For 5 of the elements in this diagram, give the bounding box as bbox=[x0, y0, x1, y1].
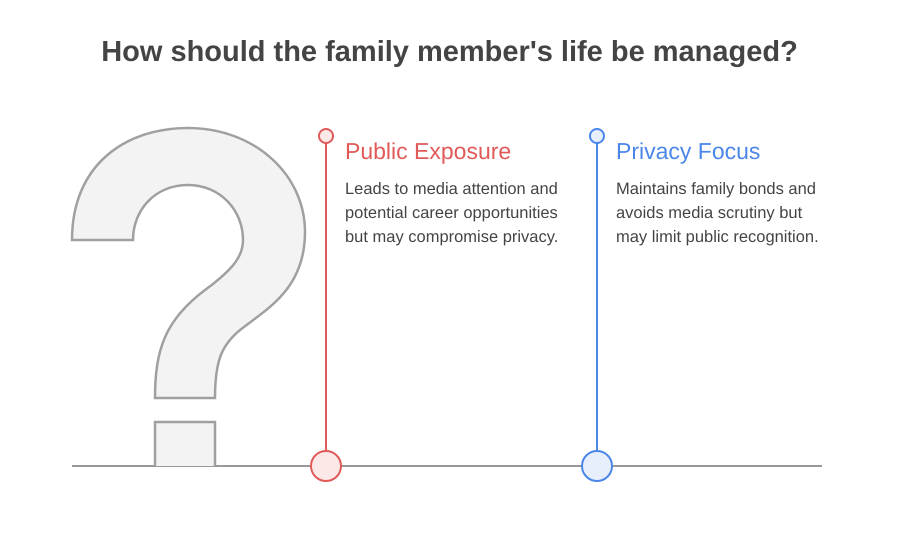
option-description: Maintains family bonds and avoids media scrutiny but may limit public recognition. bbox=[616, 179, 820, 248]
option-heading: Privacy Focus bbox=[616, 138, 760, 165]
title: How should the family member's life be managed? bbox=[100, 36, 799, 69]
option-description: Leads to media attention and potential career opportunities but may compromise privacy. bbox=[345, 179, 560, 248]
option-heading: Public Exposure bbox=[345, 138, 512, 165]
